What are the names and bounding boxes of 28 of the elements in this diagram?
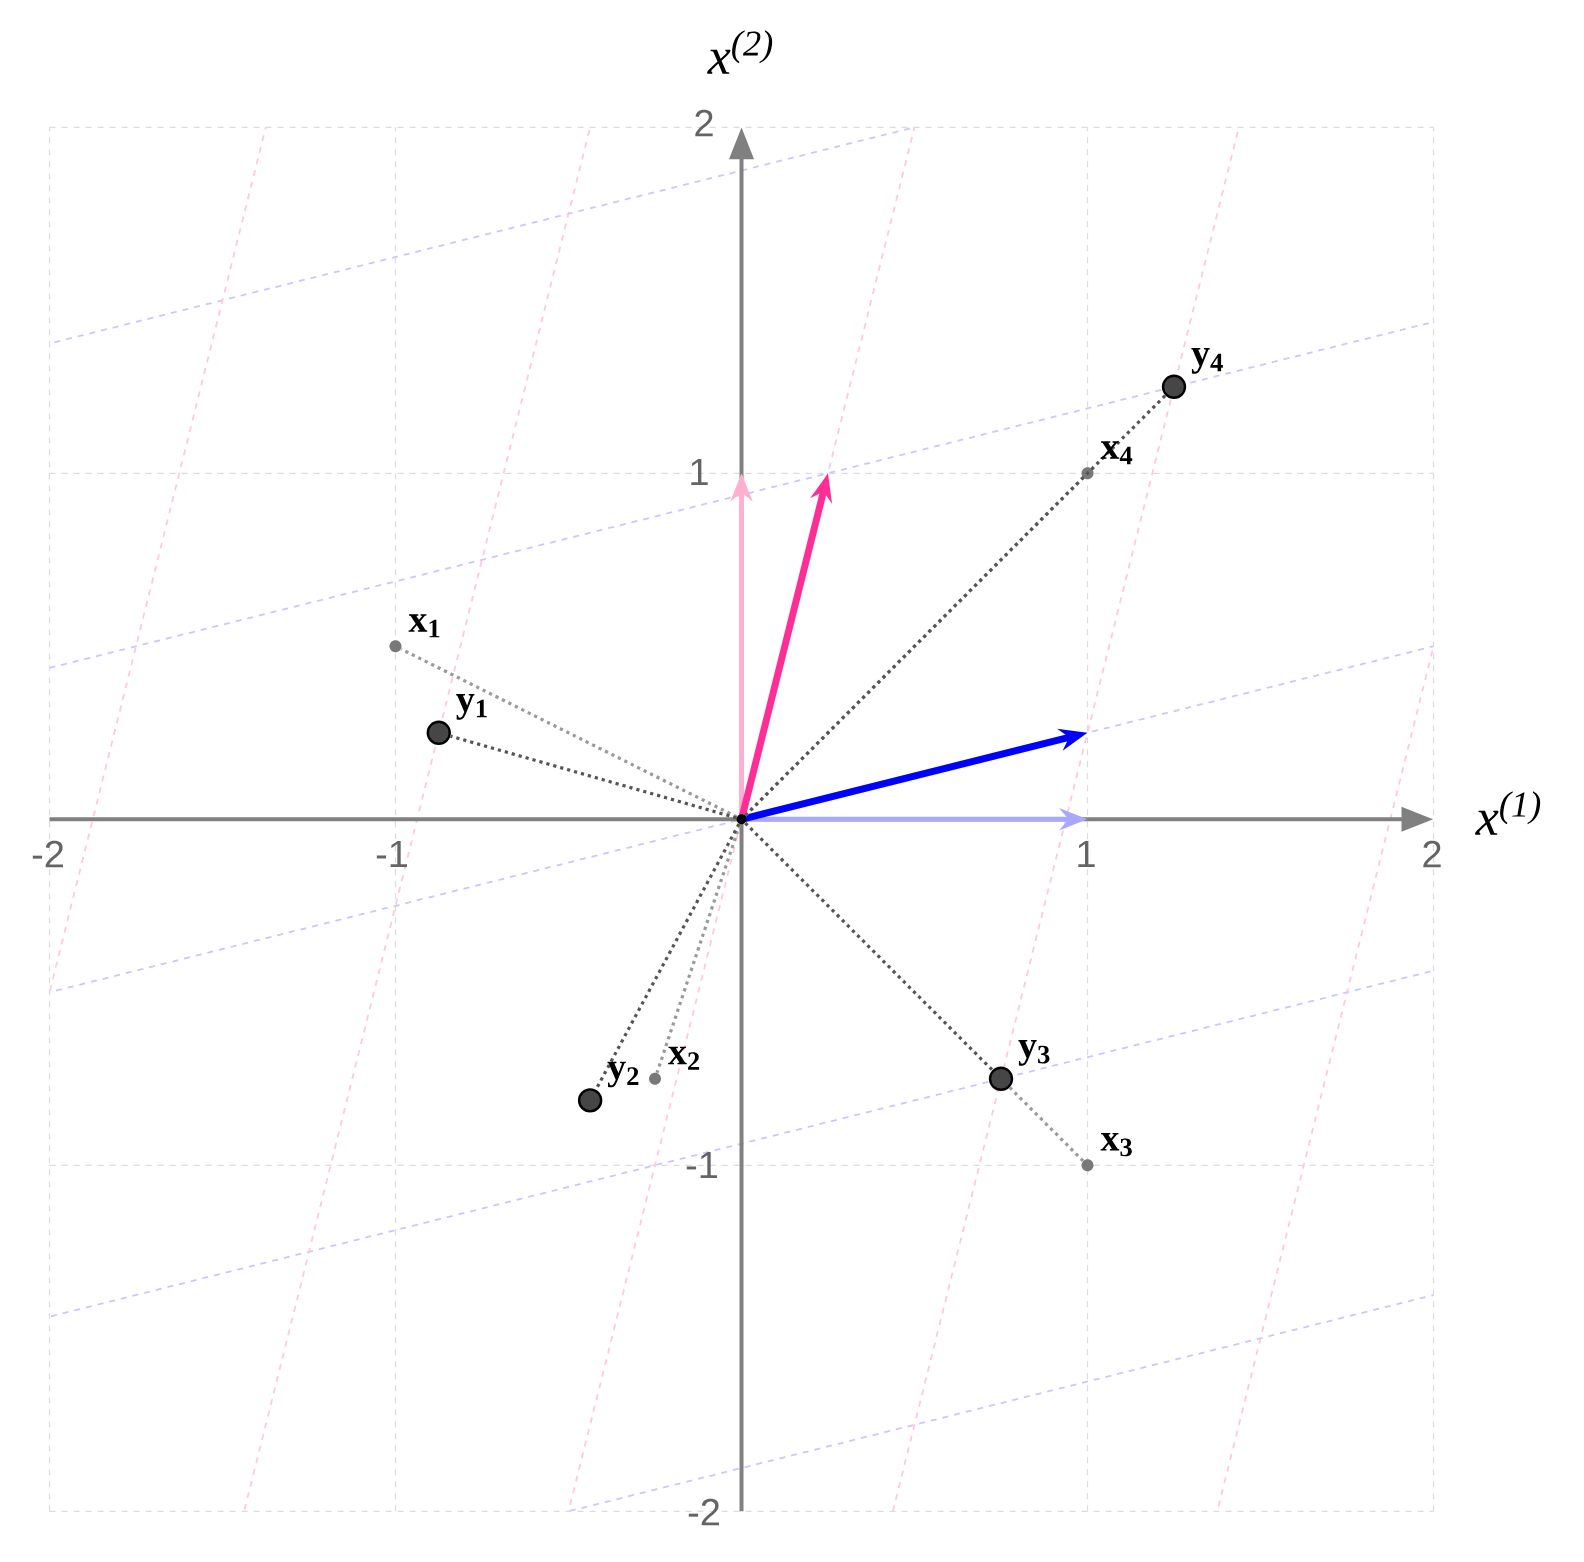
dotted-line bbox=[400, 647, 738, 819]
dotted-line bbox=[744, 821, 994, 1072]
axis-label: x$^{(2)}$ bbox=[707, 30, 773, 74]
tick-label: 1 bbox=[691, 458, 708, 486]
axis-label: x$^{(1)}$ bbox=[1475, 791, 1541, 835]
point-dot bbox=[1161, 374, 1187, 399]
dotted-line bbox=[655, 823, 742, 1074]
tick-label: -1 bbox=[686, 1151, 718, 1179]
dotted-line bbox=[450, 734, 737, 820]
point-label: x$_{3}$ bbox=[1100, 1132, 1132, 1157]
point-label: x$_{1}$ bbox=[408, 614, 440, 638]
dotted-line bbox=[744, 394, 1167, 817]
tick-label: -2 bbox=[32, 840, 63, 868]
tick-label: -1 bbox=[376, 840, 408, 868]
point-label: x$_{4}$ bbox=[1100, 441, 1133, 465]
point-dot bbox=[988, 1066, 1014, 1091]
tick-label: 2 bbox=[695, 109, 713, 137]
point-label: x$_{2}$ bbox=[668, 1046, 700, 1070]
tick-label: -2 bbox=[688, 1498, 719, 1526]
point-label: y$_{1}$ bbox=[456, 694, 487, 720]
point-label: y$_{3}$ bbox=[1018, 1040, 1050, 1066]
point-label: y$_{4}$ bbox=[1191, 348, 1223, 374]
dotted-line bbox=[1008, 1086, 1085, 1162]
tick-label: 2 bbox=[1423, 840, 1441, 868]
point-dot bbox=[426, 720, 451, 745]
point-label: y$_{2}$ bbox=[607, 1061, 639, 1088]
point-dot bbox=[577, 1088, 603, 1113]
tick-label: 1 bbox=[1078, 840, 1095, 868]
